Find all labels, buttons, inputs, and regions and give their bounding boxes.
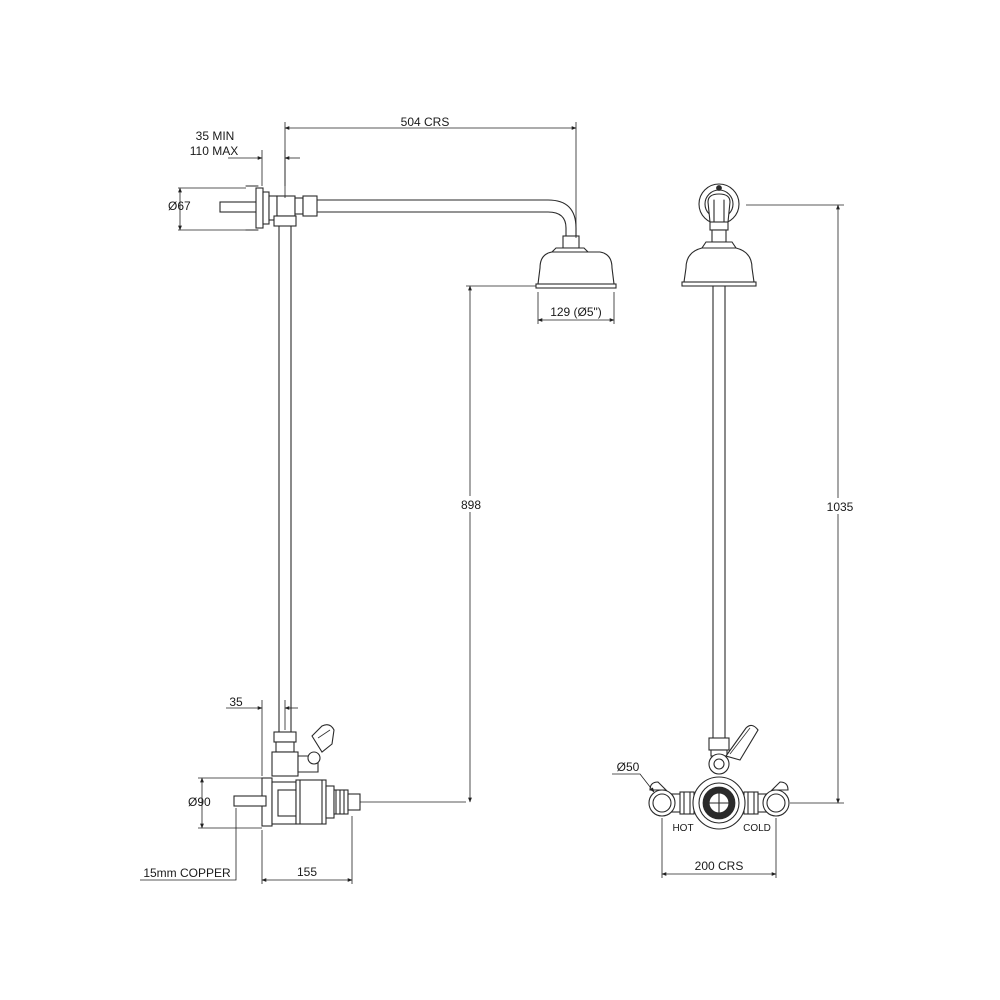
shower-arm [316,199,577,245]
dim-dia-50: Ø50 [617,760,640,774]
dim-110-max: 110 MAX [190,144,238,158]
label-cold: COLD [743,823,771,834]
label-15mm-copper: 15mm COPPER [143,866,231,880]
side-elevation: 504 CRS 35 MIN 110 MAX Ø67 129 (Ø5") 898… [140,115,617,884]
dim-1035: 1035 [827,500,854,514]
dim-dia-90: Ø90 [188,795,211,809]
riser-pipe-front [712,285,726,739]
riser-pipe [278,225,292,733]
top-tee-connector [273,195,318,227]
wall-bracket-top [219,185,278,231]
shower-head-side [535,235,617,289]
inlet-cold [762,781,790,817]
dim-155: 155 [297,865,317,879]
dim-head-dia: 129 (Ø5") [550,305,602,319]
thermostatic-valve-side [233,777,361,827]
dim-35: 35 [229,695,243,709]
dim-35-min: 35 MIN [196,129,235,143]
diverter-lever [307,724,335,765]
dim-898: 898 [461,498,481,512]
thermostatic-valve-front [663,776,775,830]
inlet-hot [648,781,676,817]
dim-504-crs: 504 CRS [401,115,450,129]
wall-fixing-front [698,183,740,231]
dim-200-crs: 200 CRS [695,859,744,873]
shower-head-front [681,229,757,287]
label-hot: HOT [672,823,693,834]
diverter-front [708,724,759,775]
front-elevation: HOT COLD 1035 Ø50 200 CRS [612,183,854,878]
dim-dia-67: Ø67 [168,199,191,213]
